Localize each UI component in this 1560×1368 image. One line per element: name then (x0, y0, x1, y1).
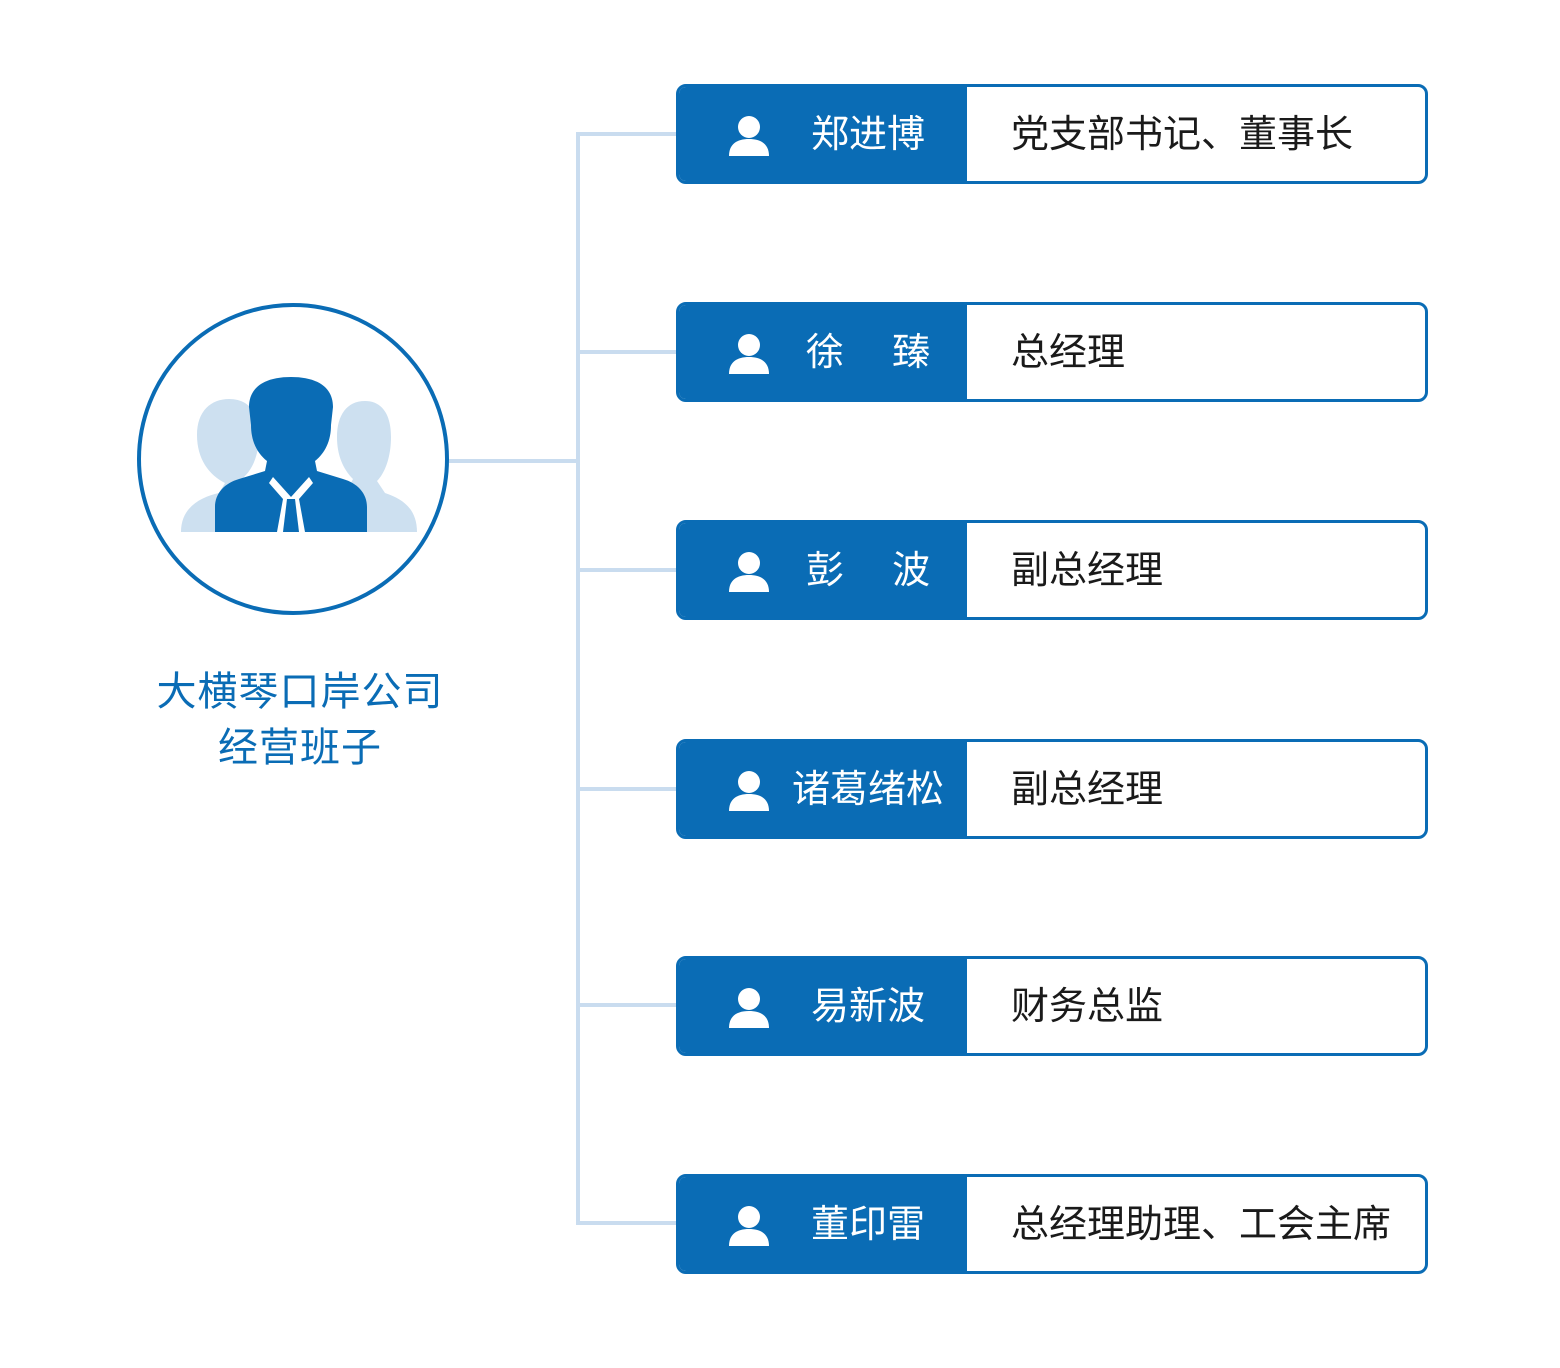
member-card: 董印雷 总经理助理、工会主席 (676, 1174, 1428, 1274)
group-title-line1: 大横琴口岸公司 (156, 669, 444, 715)
group-icon-circle (137, 303, 449, 615)
member-name: 董印雷 (810, 1202, 925, 1246)
member-name: 易新波 (810, 984, 925, 1028)
member-role: 副总经理 (1011, 548, 1164, 592)
member-name: 诸葛绪松 (791, 767, 944, 811)
member-card: 郑进博 党支部书记、董事长 (676, 84, 1428, 184)
group-people-icon (181, 377, 417, 532)
member-name-block: 易新波 (679, 959, 967, 1053)
person-icon (729, 116, 769, 156)
member-role: 副总经理 (1011, 767, 1164, 811)
member-card: 诸葛绪松 副总经理 (676, 739, 1428, 839)
person-icon (729, 334, 769, 374)
member-card: 易新波 财务总监 (676, 956, 1428, 1056)
member-name-block: 徐 臻 (679, 305, 967, 399)
member-name: 彭 波 (805, 548, 931, 592)
member-name: 郑进博 (810, 112, 925, 156)
member-role: 党支部书记、董事长 (1011, 112, 1354, 156)
member-name-block: 董印雷 (679, 1177, 967, 1271)
group-title: 大横琴口岸公司 经营班子 (100, 664, 500, 776)
member-name: 徐 臻 (805, 330, 931, 374)
member-name-block: 彭 波 (679, 523, 967, 617)
group-title-line2: 经营班子 (218, 725, 382, 771)
member-role: 总经理 (1011, 330, 1126, 374)
person-icon (729, 988, 769, 1028)
member-name-block: 郑进博 (679, 87, 967, 181)
member-name-block: 诸葛绪松 (679, 742, 967, 836)
member-role: 总经理助理、工会主席 (1011, 1202, 1392, 1246)
member-card: 徐 臻 总经理 (676, 302, 1428, 402)
member-card: 彭 波 副总经理 (676, 520, 1428, 620)
member-role: 财务总监 (1011, 984, 1164, 1028)
person-icon (729, 552, 769, 592)
person-icon (729, 1206, 769, 1246)
person-icon (729, 771, 769, 811)
